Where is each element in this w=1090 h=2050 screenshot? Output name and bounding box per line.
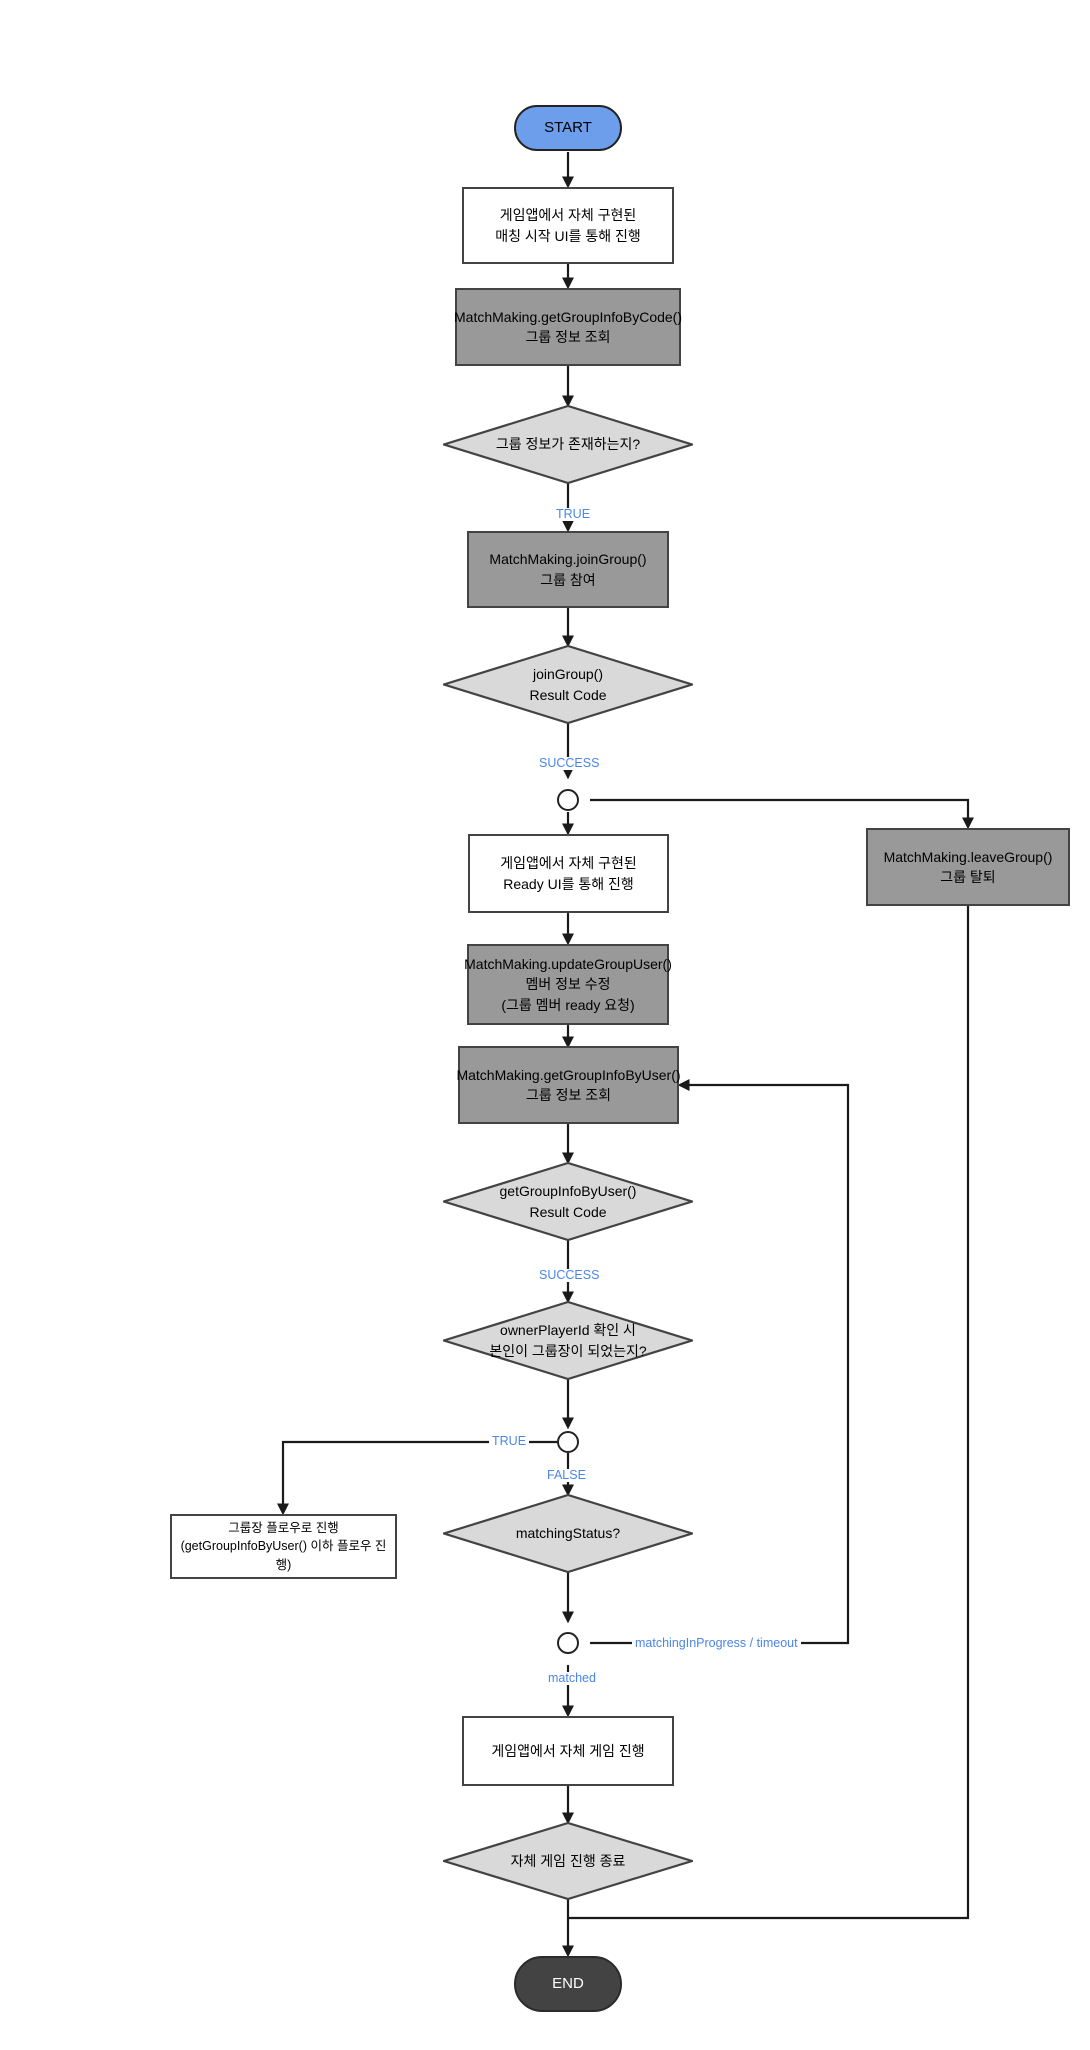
node-join-group-label: MatchMaking.joinGroup() 그룹 참여 [489, 551, 647, 588]
node-match-start-ui-label: 게임앱에서 자체 구현된 매칭 시작 UI를 통해 진행 [495, 207, 641, 244]
node-matching-status-label: matchingStatus? [515, 1525, 621, 1542]
diamond-shape-owner-check [443, 1301, 693, 1380]
node-match-start-ui[interactable]: 게임앱에서 자체 구현된 매칭 시작 UI를 통해 진행 [462, 187, 674, 264]
junction-matching-status [557, 1632, 579, 1654]
node-ready-ui-label: 게임앱에서 자체 구현된 Ready UI를 통해 진행 [500, 855, 637, 892]
edge-label-group-exists-true: TRUE [553, 508, 594, 521]
node-end[interactable]: END [514, 1956, 622, 2012]
node-game-end[interactable]: 자체 게임 진행 종료 [443, 1822, 693, 1900]
node-run-game-label: 게임앱에서 자체 게임 진행 [491, 1742, 645, 1759]
node-end-label: END [552, 1975, 584, 1993]
node-owner-flow[interactable]: 그룹장 플로우로 진행 (getGroupInfoByUser() 이하 플로우… [170, 1514, 397, 1579]
node-group-exists[interactable]: 그룹 정보가 존재하는지? [443, 405, 693, 484]
node-run-game[interactable]: 게임앱에서 자체 게임 진행 [462, 1716, 674, 1786]
node-leave-group[interactable]: MatchMaking.leaveGroup() 그룹 탈퇴 [866, 828, 1070, 906]
node-join-group-result-label: joinGroup() Result Code [529, 666, 607, 703]
node-get-group-info-by-user[interactable]: MatchMaking.getGroupInfoByUser() 그룹 정보 조… [456, 1046, 681, 1124]
edge-label-matching-in-progress: matchingInProgress / timeout [632, 1637, 801, 1650]
node-get-group-info-by-user-result-label: getGroupInfoByUser() Result Code [499, 1183, 637, 1220]
node-get-group-info-by-user-label: MatchMaking.getGroupInfoByUser() 그룹 정보 조… [456, 1066, 681, 1103]
junction-owner-check [557, 1431, 579, 1453]
node-get-group-info-by-user-result[interactable]: getGroupInfoByUser() Result Code [443, 1162, 693, 1241]
node-matching-status[interactable]: matchingStatus? [443, 1494, 693, 1573]
node-ready-ui[interactable]: 게임앱에서 자체 구현된 Ready UI를 통해 진행 [468, 834, 669, 913]
node-start-label: START [544, 119, 592, 137]
diamond-shape-join-group-result [443, 645, 693, 724]
junction-after-join-group [557, 789, 579, 811]
node-join-group-result[interactable]: joinGroup() Result Code [443, 645, 693, 724]
edge-label-matched: matched [545, 1672, 599, 1685]
edge-label-owner-true: TRUE [489, 1435, 530, 1448]
node-start[interactable]: START [514, 105, 622, 151]
node-owner-flow-label: 그룹장 플로우로 진행 (getGroupInfoByUser() 이하 플로우… [180, 1521, 387, 1572]
node-update-group-user[interactable]: MatchMaking.updateGroupUser() 멤버 정보 수정 (… [464, 944, 672, 1025]
node-get-group-info-by-code[interactable]: MatchMaking.getGroupInfoByCode() 그룹 정보 조… [454, 288, 682, 366]
node-game-end-label: 자체 게임 진행 종료 [510, 1852, 626, 1869]
node-owner-check[interactable]: ownerPlayerId 확인 시 본인이 그룹장이 되었는지? [443, 1301, 693, 1380]
diamond-shape-group-exists [443, 405, 693, 484]
edge-label-join-group-success: SUCCESS [536, 757, 603, 770]
edge-label-owner-false: FALSE [544, 1469, 589, 1482]
edge-label-get-group-info-success: SUCCESS [536, 1269, 603, 1282]
node-leave-group-label: MatchMaking.leaveGroup() 그룹 탈퇴 [883, 848, 1053, 885]
edge-junction1-to-leavegroup [590, 798, 975, 830]
node-get-group-info-by-code-label: MatchMaking.getGroupInfoByCode() 그룹 정보 조… [454, 308, 682, 345]
node-update-group-user-label: MatchMaking.updateGroupUser() 멤버 정보 수정 (… [464, 956, 672, 1013]
diamond-shape-game-end [443, 1822, 693, 1900]
diamond-shape-matching-status [443, 1494, 693, 1573]
node-owner-check-label: ownerPlayerId 확인 시 본인이 그룹장이 되었는지? [489, 1322, 647, 1359]
diamond-shape-get-group-info-result [443, 1162, 693, 1241]
node-group-exists-label: 그룹 정보가 존재하는지? [495, 436, 641, 453]
node-join-group[interactable]: MatchMaking.joinGroup() 그룹 참여 [467, 531, 669, 608]
